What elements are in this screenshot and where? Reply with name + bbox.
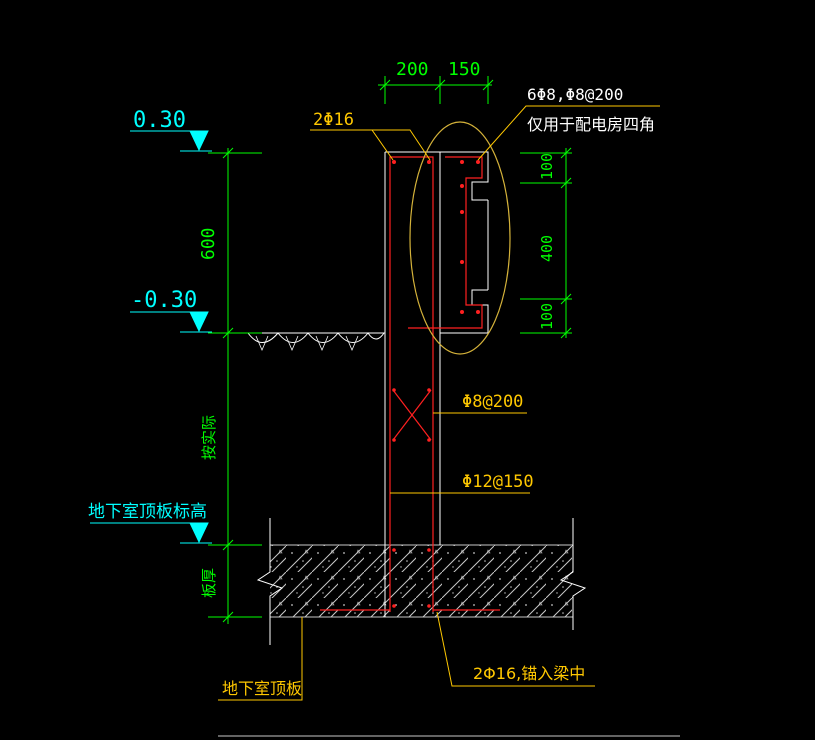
dim-text-detail-400: 400 xyxy=(538,235,556,262)
top-dimension xyxy=(378,76,494,104)
dim-text-150: 150 xyxy=(448,59,481,80)
label-vertical-bars: Φ12@150 xyxy=(462,472,534,492)
leader-lines xyxy=(218,105,660,701)
soil-symbol xyxy=(247,332,385,343)
slab-break-left xyxy=(256,518,284,645)
elevation-marker-slab: 地下室顶板标高 xyxy=(88,502,212,544)
dim-text-detail-100-top: 100 xyxy=(538,153,556,180)
leader-top-bars-2 xyxy=(372,129,431,161)
column-outline xyxy=(440,151,489,201)
label-top-bars: 2Φ16 xyxy=(313,110,354,130)
slab-fill xyxy=(270,545,573,617)
label-corner-bars: 6Φ8,Φ8@200 xyxy=(527,85,623,104)
corner-detail-ellipse xyxy=(409,121,511,355)
parapet-wall xyxy=(384,151,489,617)
basement-roof-slab xyxy=(256,518,587,645)
leader-corner-bars xyxy=(477,105,660,161)
dim-text-detail-100-bottom: 100 xyxy=(538,303,556,330)
dim-text-200: 200 xyxy=(396,59,429,80)
dim-text-slab-thickness: 板厚 xyxy=(200,568,218,598)
grade-soil xyxy=(232,332,385,352)
stirrup-cross-b xyxy=(392,389,432,441)
leader-anchor-bars xyxy=(436,611,595,687)
column-outline-lower xyxy=(440,289,489,334)
rebar-dots xyxy=(392,160,480,608)
left-dimension xyxy=(208,147,262,624)
elevation-text-mid: -0.30 xyxy=(131,288,197,313)
elevation-text-slab: 地下室顶板标高 xyxy=(88,502,207,522)
detail-dimension xyxy=(520,147,572,339)
elevation-marker-top: 0.30 xyxy=(130,108,212,152)
rebar-group xyxy=(320,156,500,612)
label-anchor-bars: 2Φ16,锚入梁中 xyxy=(473,664,585,683)
label-stirrup: Φ8@200 xyxy=(462,392,523,412)
slab-break-right xyxy=(559,518,587,630)
leader-top-bars xyxy=(310,129,394,161)
dim-text-fill-height: 按实际 xyxy=(200,415,218,460)
wall-rebar-outer xyxy=(389,156,434,612)
elevation-marker-mid: -0.30 xyxy=(130,288,212,333)
elevation-text-top: 0.30 xyxy=(133,108,186,133)
label-corner-note: 仅用于配电房四角 xyxy=(527,115,655,134)
label-slab-name: 地下室顶板 xyxy=(222,679,302,698)
column-rebar xyxy=(408,156,483,329)
soil-symbol-marks xyxy=(255,335,359,352)
leader-slab xyxy=(218,617,303,701)
dim-text-600: 600 xyxy=(198,227,219,260)
